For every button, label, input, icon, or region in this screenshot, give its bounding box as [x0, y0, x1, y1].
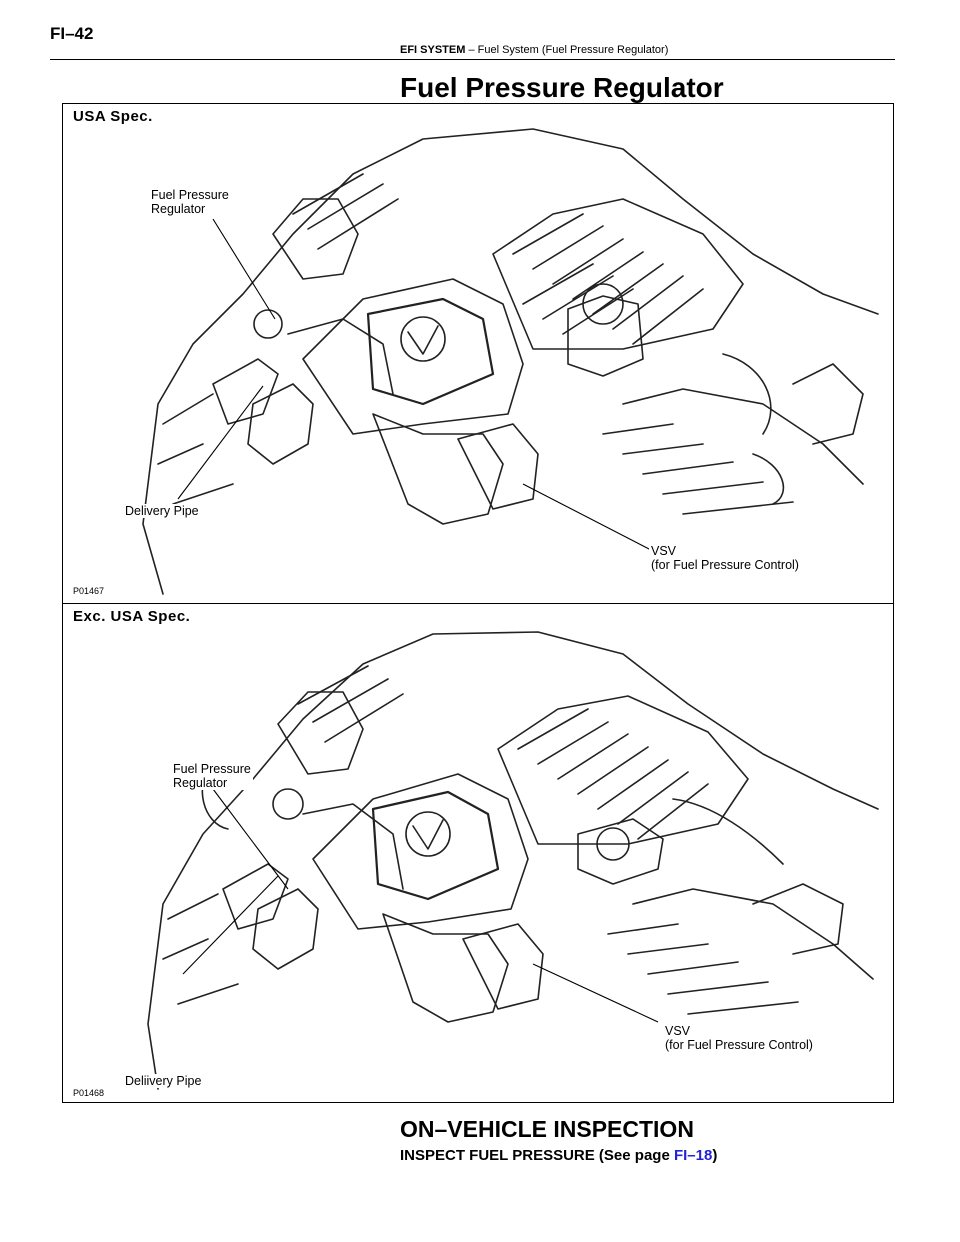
system-name: EFI SYSTEM [400, 44, 466, 56]
header-separator: – [465, 44, 478, 56]
figure-code-exc-usa: P01468 [73, 1088, 105, 1098]
leader-vsv-usa [522, 483, 652, 551]
subsection-name: Fuel System (Fuel Pressure Regulator) [477, 44, 669, 56]
callout-regulator-line2: Regulator [151, 202, 206, 216]
header-rule [50, 59, 895, 60]
callout-vsv-line1: VSV [665, 1024, 691, 1038]
leader-delivery-pipe-exc-usa [182, 875, 279, 975]
page-title: Fuel Pressure Regulator [400, 72, 724, 103]
figure-code-usa: P01467 [73, 586, 105, 596]
inspection-step: INSPECT FUEL PRESSURE (See page FI–18) [400, 1147, 717, 1164]
callout-regulator-line2: Regulator [173, 776, 228, 790]
spec-label-exc-usa: Exc. USA Spec. [73, 608, 191, 625]
callout-delivery-pipe-exc-usa: Deliivery Pipe [123, 1074, 204, 1088]
callout-vsv-exc-usa: VSV (for Fuel Pressure Control) [663, 1024, 815, 1052]
spec-label-usa: USA Spec. [73, 108, 153, 125]
figure-panel-usa: USA Spec. Fuel Pressure Regulator Delive… [63, 104, 893, 604]
callout-fuel-pressure-regulator-exc-usa: Fuel Pressure Regulator [171, 762, 253, 790]
callout-regulator-line1: Fuel Pressure [151, 188, 229, 202]
step-text: INSPECT FUEL PRESSURE (See page [400, 1147, 674, 1164]
leader-delivery-pipe-usa [177, 385, 264, 500]
page-number: FI–42 [50, 24, 94, 43]
callout-vsv-usa: VSV (for Fuel Pressure Control) [649, 544, 801, 572]
callout-delivery-pipe-usa: Delivery Pipe [123, 504, 201, 518]
callout-fuel-pressure-regulator-usa: Fuel Pressure Regulator [149, 188, 231, 216]
step-close: ) [712, 1147, 718, 1164]
running-header: EFI SYSTEM – Fuel System (Fuel Pressure … [400, 44, 668, 56]
callout-vsv-line1: VSV [651, 544, 677, 558]
page-link[interactable]: FI–18 [673, 1147, 713, 1164]
leader-regulator-exc-usa [212, 788, 289, 890]
engine-illustration-usa [142, 128, 879, 595]
figure-box: USA Spec. Fuel Pressure Regulator Delive… [62, 103, 894, 1103]
callout-vsv-line2: (for Fuel Pressure Control) [651, 558, 799, 572]
leader-regulator-usa [212, 218, 276, 320]
figure-panel-exc-usa: Exc. USA Spec. Fuel Pressure Regulator D… [63, 604, 893, 1102]
engine-illustration-exc-usa [147, 631, 879, 1090]
leader-vsv-exc-usa [532, 963, 659, 1023]
callout-vsv-line2: (for Fuel Pressure Control) [665, 1038, 813, 1052]
callout-regulator-line1: Fuel Pressure [173, 762, 251, 776]
section-heading: ON–VEHICLE INSPECTION [400, 1116, 694, 1142]
